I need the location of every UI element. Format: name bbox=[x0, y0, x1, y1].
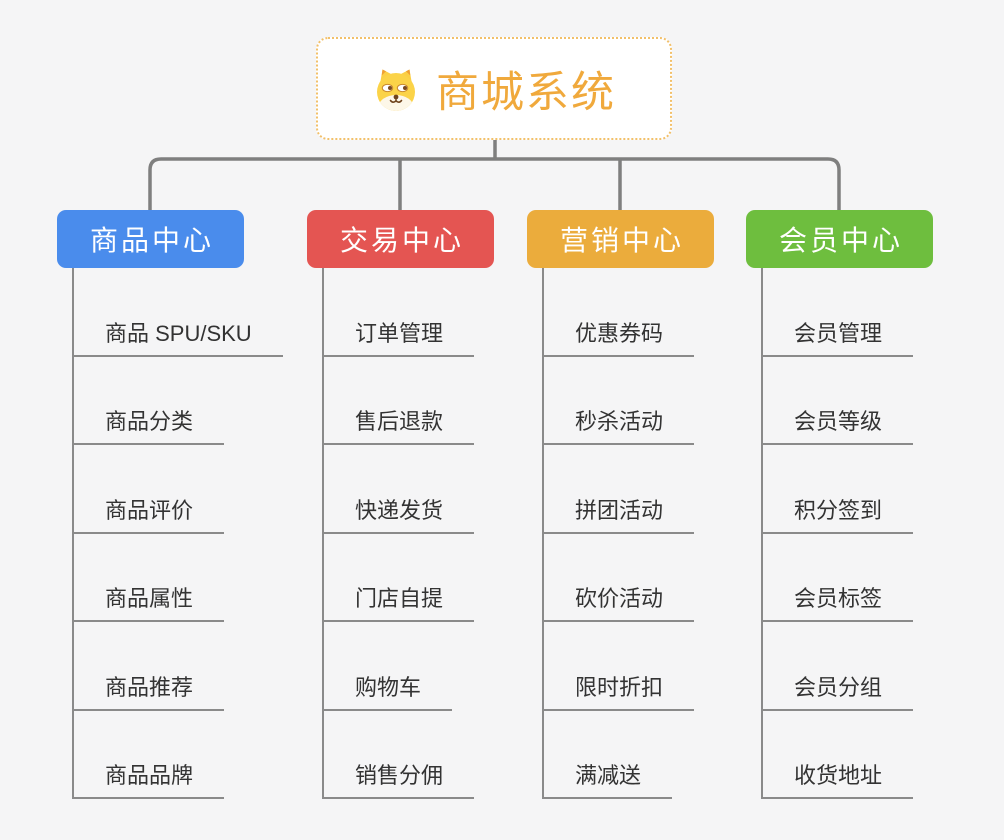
branch-item[interactable]: 优惠券码 bbox=[544, 268, 695, 357]
branch-item[interactable]: 商品品牌 bbox=[74, 711, 225, 799]
branch-item[interactable]: 砍价活动 bbox=[544, 534, 695, 622]
branch-item-label: 订单管理 bbox=[355, 320, 444, 346]
branch-header-2[interactable]: 交易中心 bbox=[307, 210, 494, 268]
branch-items: 商品 SPU/SKU 商品分类 商品评价 商品属性 商品推荐 商品品牌 bbox=[72, 268, 283, 799]
branch-header-label: 营销中心 bbox=[559, 225, 684, 256]
branch-header-4[interactable]: 会员中心 bbox=[746, 210, 933, 268]
branch-item-label: 会员等级 bbox=[794, 409, 883, 434]
branch-item[interactable]: 满减送 bbox=[544, 711, 673, 799]
branch-item-label: 售后退款 bbox=[355, 409, 444, 434]
branch-header-3[interactable]: 营销中心 bbox=[527, 210, 714, 268]
branch-item[interactable]: 收货地址 bbox=[763, 711, 914, 799]
branch-item[interactable]: 会员标签 bbox=[763, 534, 914, 622]
branch-item-label: 会员标签 bbox=[794, 586, 883, 611]
branch-items: 订单管理 售后退款 快递发货 门店自提 购物车 销售分佣 bbox=[322, 268, 475, 799]
branch-1: 商品中心 商品 SPU/SKU 商品分类 商品评价 商品属性 商品推荐 商品品牌 bbox=[57, 210, 283, 799]
branch-item[interactable]: 商品 SPU/SKU bbox=[74, 268, 283, 357]
branch-item-label: 会员管理 bbox=[794, 320, 883, 346]
branch-3: 营销中心 优惠券码 秒杀活动 拼团活动 砍价活动 限时折扣 满减送 bbox=[527, 210, 714, 799]
branch-item-label: 满减送 bbox=[575, 763, 642, 788]
branch-item[interactable]: 购物车 bbox=[324, 622, 453, 711]
branch-header-1[interactable]: 商品中心 bbox=[57, 210, 244, 268]
branch-4: 会员中心 会员管理 会员等级 积分签到 会员标签 会员分组 收货地址 bbox=[746, 210, 933, 799]
branch-item-label: 积分签到 bbox=[794, 497, 883, 523]
branch-item-label: 商品推荐 bbox=[105, 674, 194, 700]
branch-item-label: 商品 SPU/SKU bbox=[105, 320, 252, 346]
branch-item-label: 收货地址 bbox=[794, 763, 883, 788]
dog-face-icon bbox=[377, 69, 415, 111]
branch-item[interactable]: 会员分组 bbox=[763, 622, 914, 711]
branch-item[interactable]: 积分签到 bbox=[763, 445, 914, 534]
branch-item[interactable]: 拼团活动 bbox=[544, 445, 695, 534]
branch-2: 交易中心 订单管理 售后退款 快递发货 门店自提 购物车 销售分佣 bbox=[307, 210, 494, 799]
root-node[interactable]: 商城系统 bbox=[316, 37, 672, 140]
branch-header-label: 商品中心 bbox=[89, 225, 214, 256]
branch-item[interactable]: 秒杀活动 bbox=[544, 357, 695, 445]
branch-item[interactable]: 商品属性 bbox=[74, 534, 225, 622]
branch-item[interactable]: 订单管理 bbox=[324, 268, 475, 357]
branch-item-label: 秒杀活动 bbox=[575, 409, 664, 434]
branch-item[interactable]: 快递发货 bbox=[324, 445, 475, 534]
branch-item-label: 拼团活动 bbox=[575, 497, 664, 523]
branch-item[interactable]: 限时折扣 bbox=[544, 622, 695, 711]
branch-item-label: 商品品牌 bbox=[105, 763, 194, 788]
branch-item-label: 商品评价 bbox=[105, 497, 194, 523]
branch-item-label: 限时折扣 bbox=[575, 674, 664, 700]
branch-item-label: 快递发货 bbox=[355, 497, 444, 523]
branch-item-label: 购物车 bbox=[355, 674, 422, 700]
branch-item[interactable]: 销售分佣 bbox=[324, 711, 475, 799]
branch-item[interactable]: 商品评价 bbox=[74, 445, 225, 534]
branch-item-label: 会员分组 bbox=[794, 674, 883, 700]
branch-item-label: 销售分佣 bbox=[355, 763, 444, 788]
branch-items: 优惠券码 秒杀活动 拼团活动 砍价活动 限时折扣 满减送 bbox=[542, 268, 695, 799]
branch-items: 会员管理 会员等级 积分签到 会员标签 会员分组 收货地址 bbox=[761, 268, 914, 799]
branch-item[interactable]: 门店自提 bbox=[324, 534, 475, 622]
branch-item-label: 优惠券码 bbox=[575, 320, 664, 346]
branch-item[interactable]: 商品推荐 bbox=[74, 622, 225, 711]
branch-item-label: 砍价活动 bbox=[575, 586, 664, 611]
branch-item-label: 门店自提 bbox=[355, 586, 444, 611]
branch-item-label: 商品分类 bbox=[105, 409, 194, 434]
root-title: 商城系统 bbox=[436, 68, 616, 117]
branch-item[interactable]: 售后退款 bbox=[324, 357, 475, 445]
branch-item-label: 商品属性 bbox=[105, 586, 194, 611]
branch-item[interactable]: 会员管理 bbox=[763, 268, 914, 357]
branch-item[interactable]: 会员等级 bbox=[763, 357, 914, 445]
branch-header-label: 会员中心 bbox=[778, 225, 903, 256]
branch-item[interactable]: 商品分类 bbox=[74, 357, 225, 445]
branch-header-label: 交易中心 bbox=[339, 225, 464, 256]
